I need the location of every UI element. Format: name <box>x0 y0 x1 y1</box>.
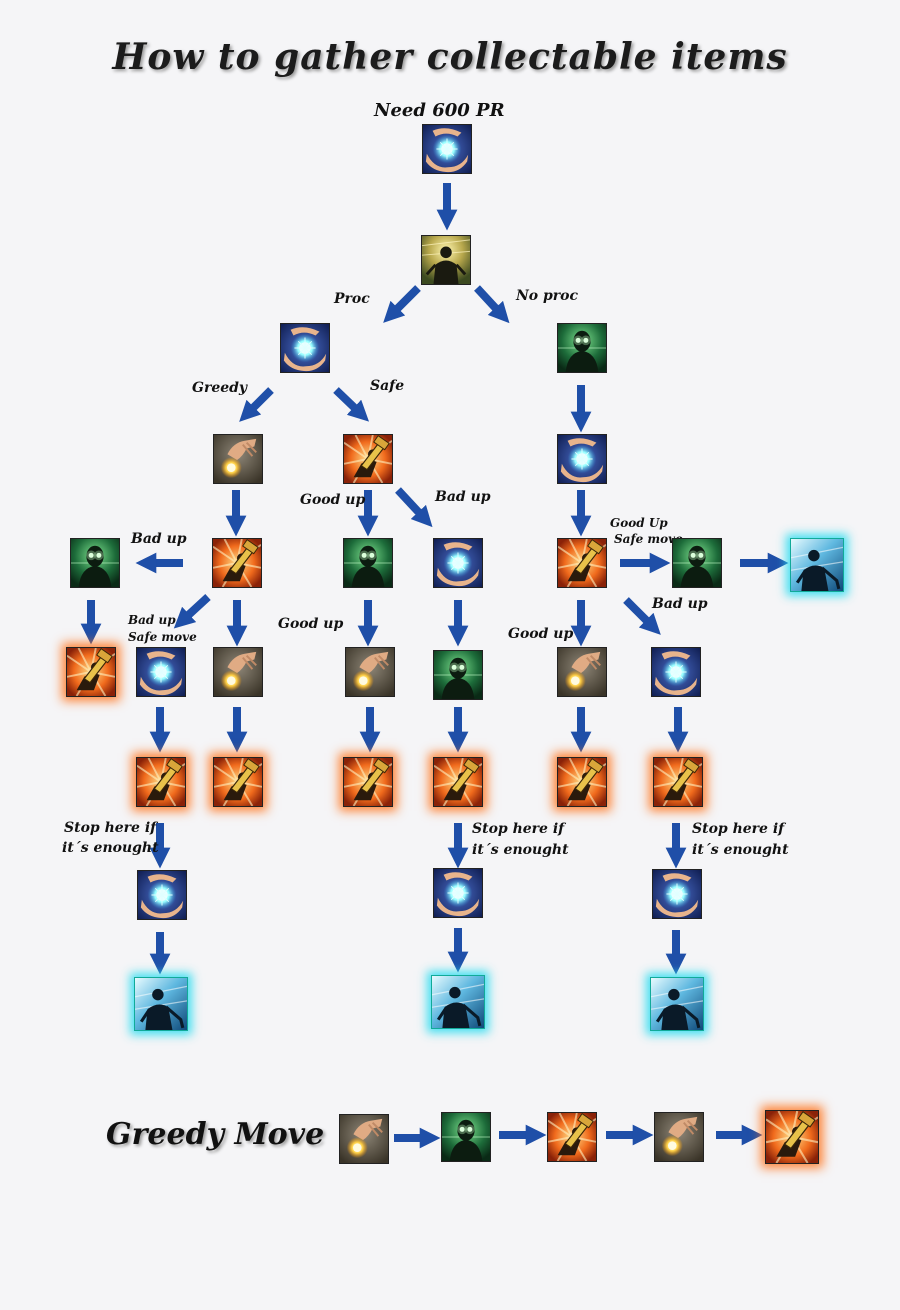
stop-here-label: Stop here if <box>472 821 565 837</box>
collect-figure-icon <box>134 977 188 1031</box>
golden-silhouette-icon <box>421 235 471 285</box>
hands-orb-icon <box>651 647 701 697</box>
stop-here-label: it´s enought <box>62 840 159 856</box>
hands-orb-icon <box>433 538 483 588</box>
hand-light-orb-icon <box>339 1114 389 1164</box>
hammer-strike-icon <box>66 647 116 697</box>
collect-figure-icon <box>790 538 844 592</box>
hammer-strike-icon <box>765 1110 819 1164</box>
safe-label: Safe <box>370 378 405 394</box>
hammer-strike-icon <box>653 757 703 807</box>
glowing-eyes-figure-icon <box>70 538 120 588</box>
diagram-title: How to gather collectable items <box>112 36 788 78</box>
good-up-label: Good up <box>300 492 366 508</box>
hands-orb-icon <box>433 868 483 918</box>
arrow <box>395 487 433 528</box>
hands-orb-icon <box>652 869 702 919</box>
stop-here-label: it´s enought <box>692 842 789 858</box>
glowing-eyes-figure-icon <box>672 538 722 588</box>
hands-orb-icon <box>137 870 187 920</box>
hammer-strike-icon <box>136 757 186 807</box>
arrow <box>333 387 370 422</box>
hammer-strike-icon <box>343 434 393 484</box>
collect-figure-icon <box>431 975 485 1029</box>
hand-light-orb-icon <box>213 647 263 697</box>
greedy-label: Greedy <box>192 380 248 396</box>
arrow <box>383 285 421 323</box>
hand-light-orb-icon <box>213 434 263 484</box>
arrow <box>173 594 211 629</box>
no-proc-label: No proc <box>516 288 579 304</box>
stop-here-label: Stop here if <box>692 821 785 837</box>
bad-up-label: Bad up <box>131 531 187 547</box>
safe-move-label: Safe move <box>614 532 683 546</box>
need-pr-label: Need 600 PR <box>374 100 505 121</box>
hand-light-orb-icon <box>654 1112 704 1162</box>
bad-up-label: Bad up <box>652 596 708 612</box>
safe-move-label: Safe move <box>128 630 197 644</box>
stop-here-label: it´s enought <box>472 842 569 858</box>
hammer-strike-icon <box>547 1112 597 1162</box>
good-up-label: Good up <box>278 616 344 632</box>
arrow <box>623 597 661 635</box>
hammer-strike-icon <box>557 757 607 807</box>
bad-up-label: Bad up <box>128 613 176 627</box>
hammer-strike-icon <box>433 757 483 807</box>
hammer-strike-icon <box>343 757 393 807</box>
hands-orb-icon <box>557 434 607 484</box>
hammer-strike-icon <box>213 757 263 807</box>
hammer-strike-icon <box>212 538 262 588</box>
arrow <box>474 285 510 324</box>
hands-orb-icon <box>422 124 472 174</box>
glowing-eyes-figure-icon <box>557 323 607 373</box>
glowing-eyes-figure-icon <box>441 1112 491 1162</box>
glowing-eyes-figure-icon <box>343 538 393 588</box>
hands-orb-icon <box>280 323 330 373</box>
hammer-strike-icon <box>557 538 607 588</box>
bad-up-label: Bad up <box>435 489 491 505</box>
greedy-move-label: Greedy Move <box>106 1117 325 1152</box>
hand-light-orb-icon <box>557 647 607 697</box>
collect-figure-icon <box>650 977 704 1031</box>
good-up-label: Good Up <box>610 516 668 530</box>
hand-light-orb-icon <box>345 647 395 697</box>
good-up-label: Good up <box>508 626 574 642</box>
glowing-eyes-figure-icon <box>433 650 483 700</box>
hands-orb-icon <box>136 647 186 697</box>
proc-label: Proc <box>334 291 370 307</box>
arrow <box>239 387 274 422</box>
stop-here-label: Stop here if <box>64 820 157 836</box>
